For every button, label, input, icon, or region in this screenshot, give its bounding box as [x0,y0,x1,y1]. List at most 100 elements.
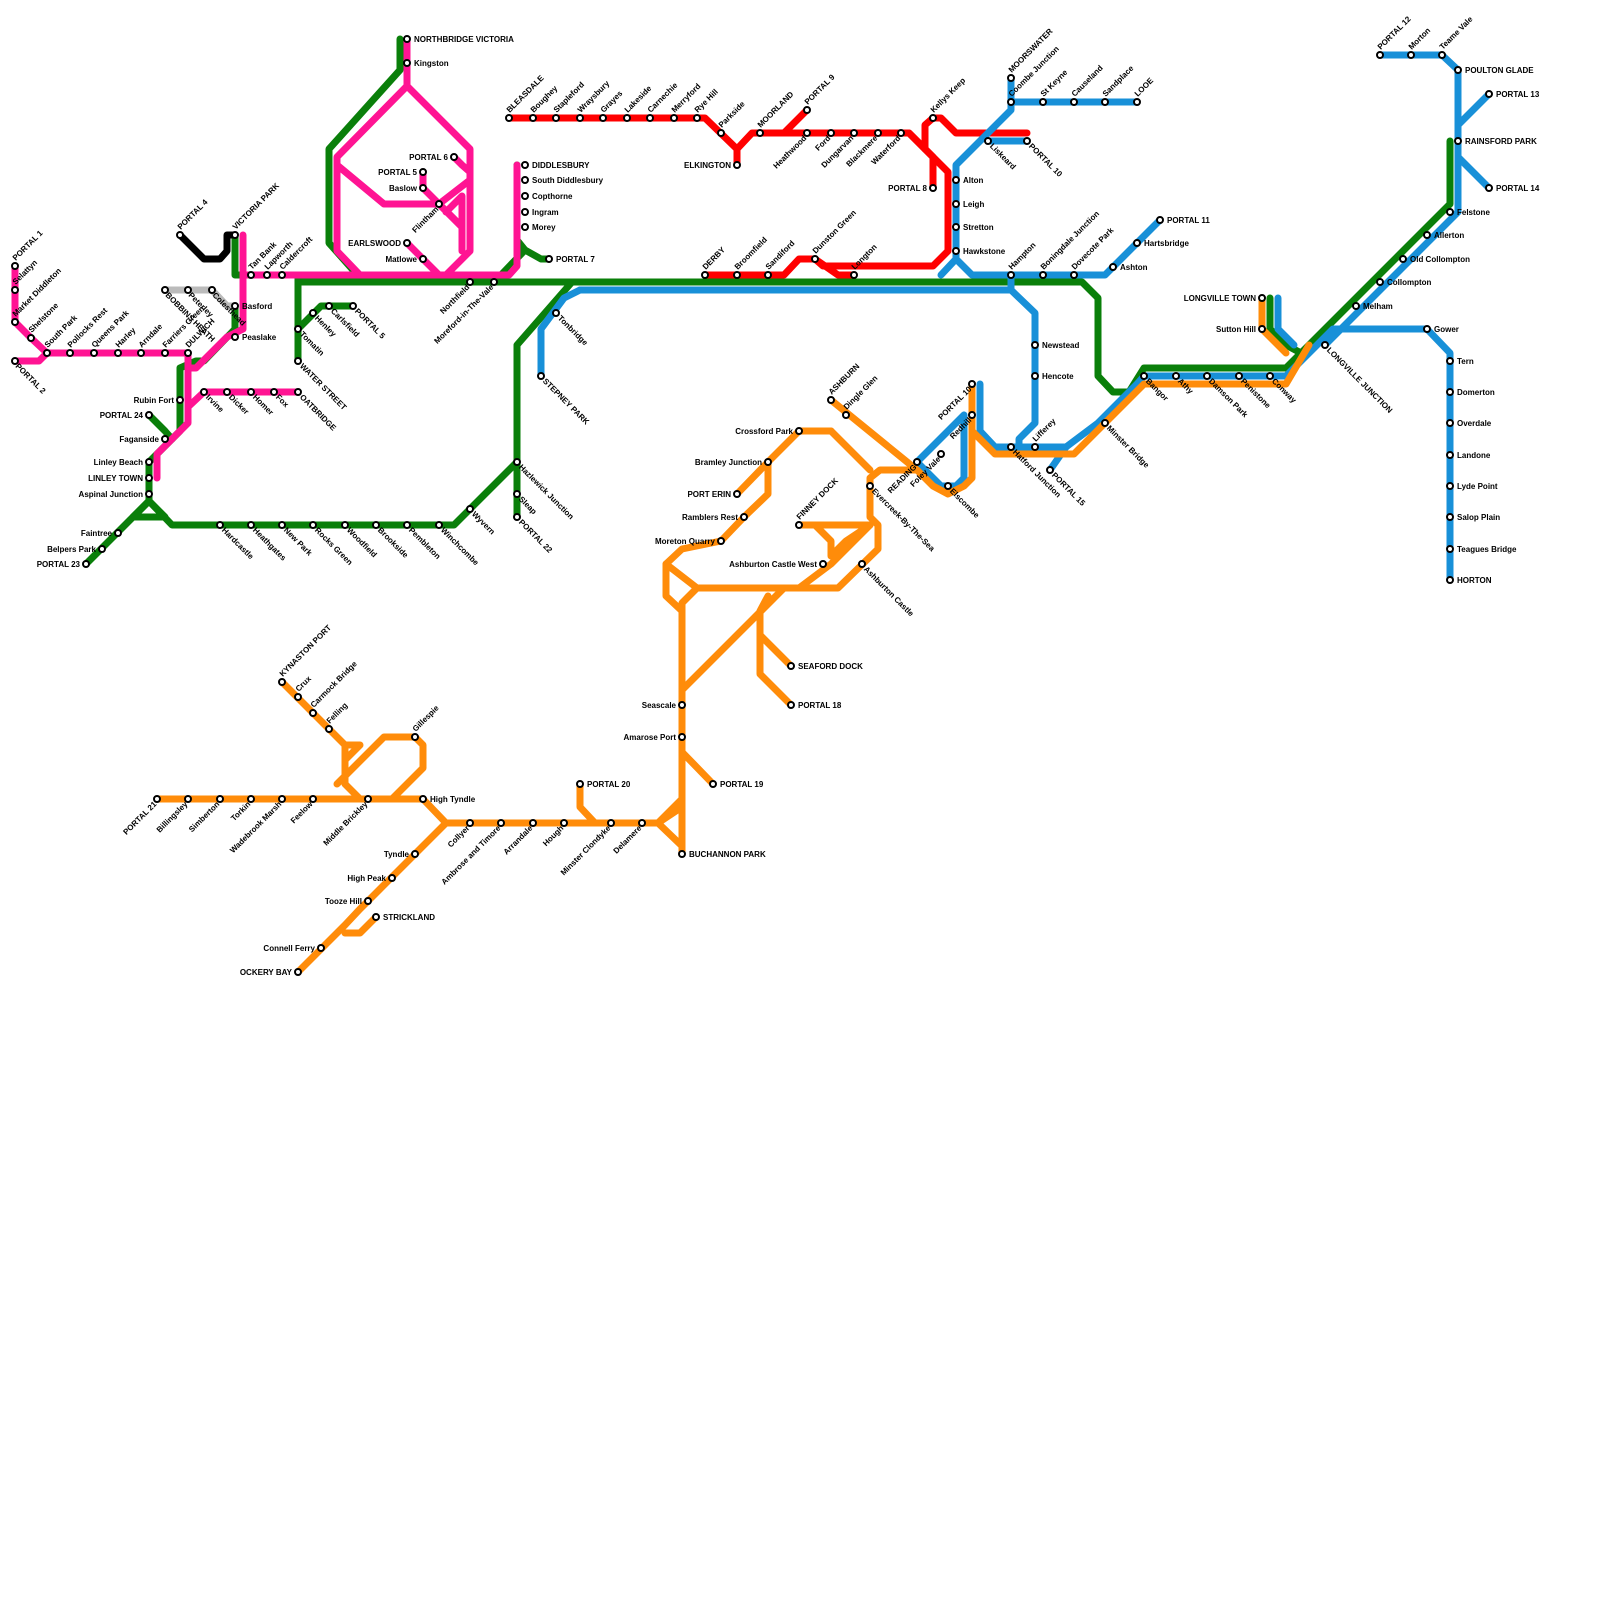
station-marker[interactable] [1235,372,1243,380]
station-marker[interactable] [411,733,419,741]
station-marker[interactable] [176,231,184,239]
station-marker[interactable] [513,513,521,521]
station-marker[interactable] [521,161,529,169]
station-marker[interactable] [1446,357,1454,365]
station-marker[interactable] [811,255,819,263]
station-marker[interactable] [419,255,427,263]
station-marker[interactable] [435,521,443,529]
station-marker[interactable] [450,153,458,161]
station-marker[interactable] [403,239,411,247]
station-marker[interactable] [929,114,937,122]
station-marker[interactable] [513,458,521,466]
station-marker[interactable] [952,223,960,231]
station-marker[interactable] [247,795,255,803]
station-marker[interactable] [733,161,741,169]
station-marker[interactable] [529,114,537,122]
station-marker[interactable] [231,302,239,310]
station-marker[interactable] [1039,271,1047,279]
station-marker[interactable] [850,271,858,279]
station-marker[interactable] [678,850,686,858]
station-marker[interactable] [1031,372,1039,380]
station-marker[interactable] [842,411,850,419]
station-marker[interactable] [114,349,122,357]
station-marker[interactable] [419,184,427,192]
station-marker[interactable] [278,271,286,279]
station-marker[interactable] [1031,443,1039,451]
station-marker[interactable] [466,505,474,513]
station-marker[interactable] [200,388,208,396]
station-marker[interactable] [1454,137,1462,145]
station-marker[interactable] [1423,231,1431,239]
station-marker[interactable] [184,349,192,357]
station-marker[interactable] [913,458,921,466]
station-marker[interactable] [325,725,333,733]
station-marker[interactable] [263,271,271,279]
station-marker[interactable] [145,474,153,482]
station-marker[interactable] [1007,98,1015,106]
station-marker[interactable] [984,137,992,145]
station-marker[interactable] [678,733,686,741]
station-marker[interactable] [294,388,302,396]
station-marker[interactable] [231,333,239,341]
station-marker[interactable] [11,318,19,326]
station-marker[interactable] [521,176,529,184]
station-marker[interactable] [161,286,169,294]
station-marker[interactable] [98,545,106,553]
station-marker[interactable] [1133,239,1141,247]
station-marker[interactable] [403,521,411,529]
station-marker[interactable] [1438,51,1446,59]
station-marker[interactable] [803,129,811,137]
station-marker[interactable] [623,114,631,122]
station-marker[interactable] [294,357,302,365]
station-marker[interactable] [819,560,827,568]
station-marker[interactable] [216,521,224,529]
station-marker[interactable] [419,168,427,176]
station-marker[interactable] [850,129,858,137]
station-marker[interactable] [278,795,286,803]
station-marker[interactable] [733,490,741,498]
station-marker[interactable] [270,388,278,396]
station-marker[interactable] [1407,51,1415,59]
station-marker[interactable] [349,302,357,310]
station-marker[interactable] [537,372,545,380]
station-marker[interactable] [897,129,905,137]
station-marker[interactable] [11,357,19,365]
station-marker[interactable] [27,334,35,342]
station-marker[interactable] [161,349,169,357]
station-marker[interactable] [866,482,874,490]
station-marker[interactable] [1109,263,1117,271]
station-marker[interactable] [740,513,748,521]
station-marker[interactable] [952,200,960,208]
station-marker[interactable] [223,388,231,396]
station-marker[interactable] [764,458,772,466]
station-marker[interactable] [1423,325,1431,333]
station-marker[interactable] [803,106,811,114]
station-marker[interactable] [490,278,498,286]
station-marker[interactable] [278,521,286,529]
station-marker[interactable] [937,450,945,458]
station-marker[interactable] [403,35,411,43]
station-marker[interactable] [1070,271,1078,279]
station-marker[interactable] [278,678,286,686]
station-marker[interactable] [944,482,952,490]
station-marker[interactable] [184,286,192,294]
station-marker[interactable] [576,114,584,122]
station-marker[interactable] [1352,302,1360,310]
station-marker[interactable] [341,521,349,529]
station-marker[interactable] [576,780,584,788]
station-marker[interactable] [43,349,51,357]
station-marker[interactable] [1039,98,1047,106]
station-marker[interactable] [145,458,153,466]
station-marker[interactable] [82,560,90,568]
station-marker[interactable] [294,325,302,333]
station-marker[interactable] [529,819,537,827]
station-marker[interactable] [795,427,803,435]
station-marker[interactable] [717,537,725,545]
station-marker[interactable] [599,114,607,122]
station-marker[interactable] [968,411,976,419]
station-marker[interactable] [929,184,937,192]
station-marker[interactable] [1007,443,1015,451]
station-marker[interactable] [309,795,317,803]
station-marker[interactable] [521,208,529,216]
station-marker[interactable] [709,780,717,788]
